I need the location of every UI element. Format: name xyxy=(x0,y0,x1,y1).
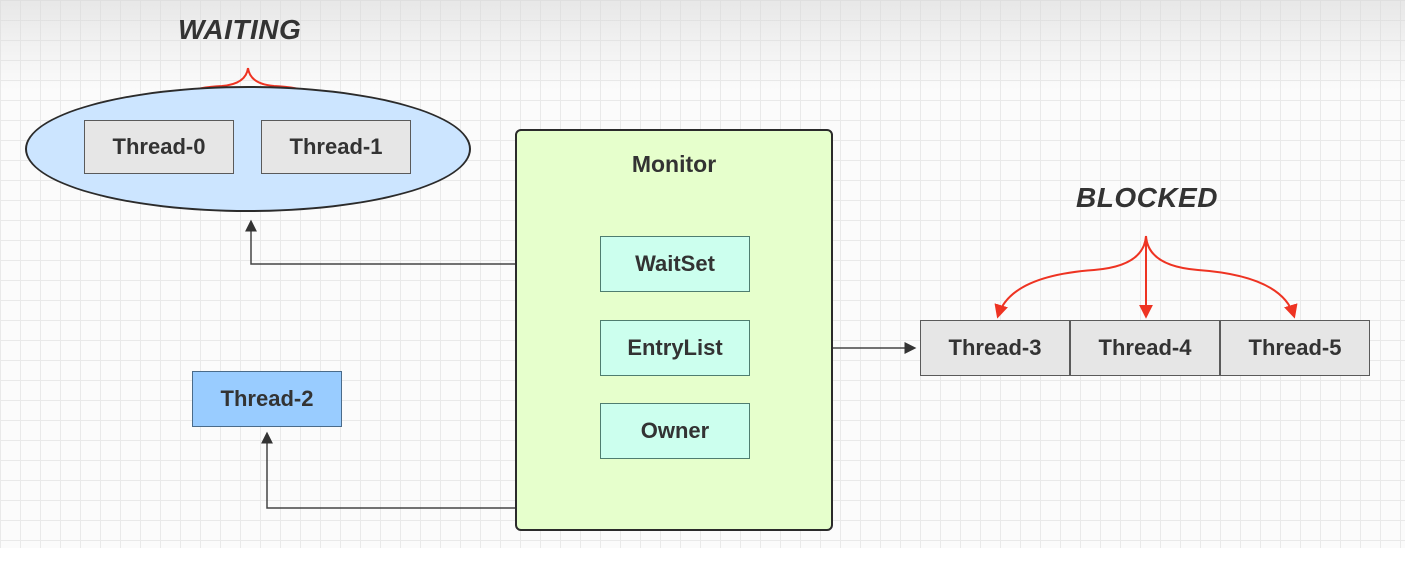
owner-slot: Owner xyxy=(600,403,750,459)
waitset-connector xyxy=(245,219,600,265)
thread-2-box: Thread-2 xyxy=(192,371,342,427)
blocked-arrow-to-thread-3 xyxy=(994,235,1147,319)
blocked-label: BLOCKED xyxy=(1076,182,1218,213)
thread-5-box: Thread-5 xyxy=(1220,320,1370,376)
bottom-margin xyxy=(0,548,1405,567)
thread-1-box: Thread-1 xyxy=(261,120,411,174)
monitor-title: Monitor xyxy=(631,151,717,177)
thread-4-box: Thread-4 xyxy=(1070,320,1220,376)
thread-3-box: Thread-3 xyxy=(920,320,1070,376)
waitset-slot: WaitSet xyxy=(600,236,750,292)
waiting-label: WAITING xyxy=(178,14,302,45)
thread-0-box: Thread-0 xyxy=(84,120,234,174)
blocked-arrow-to-thread-5 xyxy=(1145,235,1298,319)
entrylist-slot: EntryList xyxy=(600,320,750,376)
top-shade xyxy=(0,0,1405,90)
